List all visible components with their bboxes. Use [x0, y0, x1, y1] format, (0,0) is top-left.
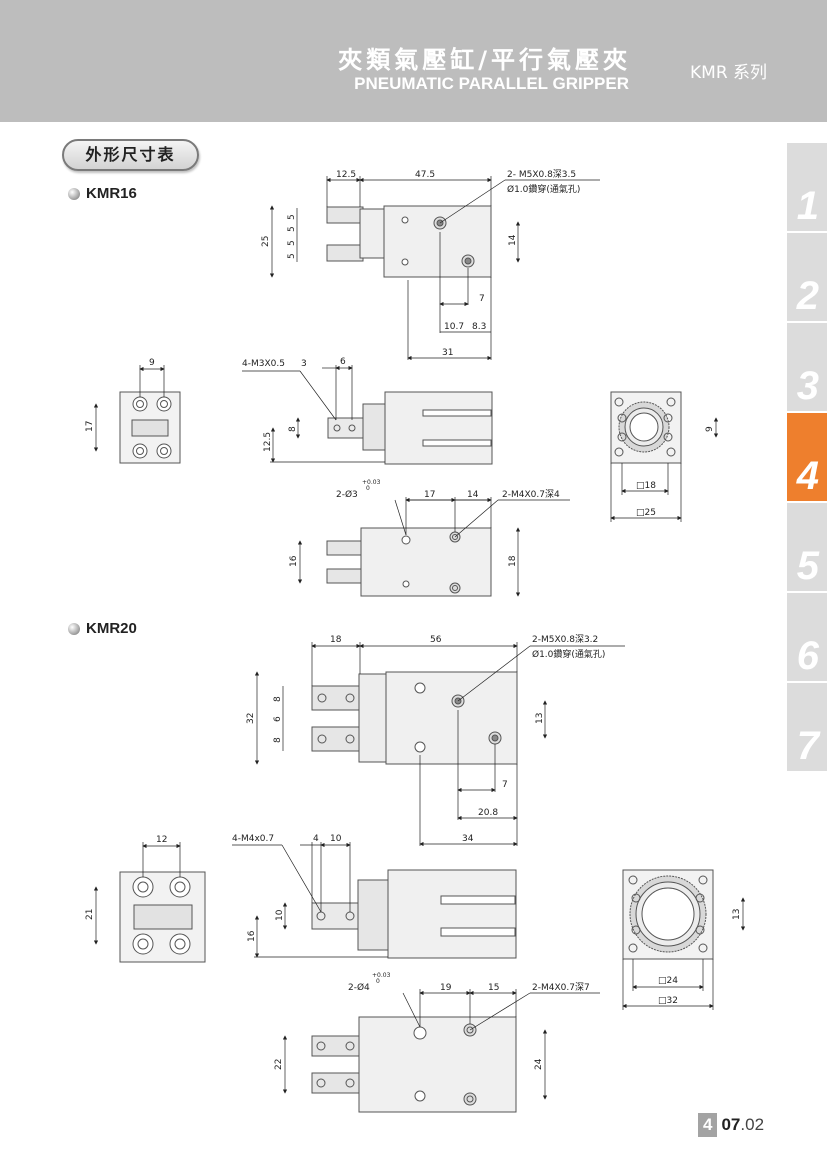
kmr16-front-sq2: □25: [636, 508, 656, 518]
kmr16-bottom-a: 17: [424, 490, 435, 500]
kmr20-dim-d1: 18: [330, 635, 342, 645]
kmr16-side-b: 6: [340, 357, 346, 367]
series-label: KMR 系列: [690, 63, 768, 83]
chapter-tab-3[interactable]: 3: [787, 323, 827, 411]
kmr20-end-w: 12: [156, 835, 167, 845]
kmr20-port1: 2-M5X0.8深3.2: [532, 634, 598, 645]
kmr16-front-a: 9: [705, 426, 715, 432]
kmr16-top-view: [326, 205, 492, 278]
chapter-tab-2[interactable]: 2: [787, 233, 827, 321]
kmr16-front-view: [610, 391, 682, 464]
kmr20-dim-w: 13: [535, 713, 545, 724]
kmr16-side-a: 3: [301, 359, 307, 369]
bullet-icon: [68, 187, 80, 200]
kmr16-dim-d6: 31: [442, 348, 453, 358]
kmr16-port1: 2- M5X0.8深3.5: [507, 169, 576, 180]
kmr20-side-thread: 4-M4x0.7: [232, 834, 274, 844]
kmr16-end-view: [119, 391, 181, 464]
kmr20-side-b: 10: [330, 834, 342, 844]
chapter-number: 4: [698, 1113, 718, 1137]
kmr16-end-w: 9: [149, 358, 155, 368]
section-title: 外形尺寸表: [62, 139, 199, 171]
model-label-kmr20: KMR20: [68, 620, 137, 637]
kmr20-side-d: 16: [247, 930, 257, 942]
kmr16-tol-up: +0.03: [362, 479, 381, 486]
kmr16-dim-d4: 10.7: [444, 322, 464, 332]
bullet-icon: [68, 622, 80, 635]
kmr20-side-view: [311, 869, 517, 959]
kmr20-end-h: 21: [85, 909, 95, 920]
kmr16-dim-s1: 5: [287, 226, 297, 232]
kmr20-bottom-h1: 22: [274, 1059, 284, 1070]
kmr20-bottom-hole: 2-Ø4: [348, 982, 370, 993]
page-main: 07: [721, 1115, 741, 1134]
kmr20-dim-d2: 56: [430, 635, 442, 645]
kmr16-dim-s4: 5: [287, 253, 297, 259]
kmr20-front-view: [622, 869, 714, 960]
kmr16-bottom-thread: 2-M4X0.7深4: [502, 489, 560, 500]
kmr20-dim-s2: 6: [273, 716, 283, 722]
kmr16-dim-w: 14: [508, 234, 518, 246]
kmr16-side-d: 12.5: [263, 432, 273, 452]
kmr16-dim-d2: 47.5: [415, 170, 435, 180]
kmr20-side-c: 10: [275, 909, 285, 921]
kmr16-front-sq1: □18: [636, 481, 656, 491]
kmr20-dim-s1: 8: [273, 696, 283, 702]
title-chinese: 夾類氣壓缸/平行氣壓夾: [338, 46, 631, 74]
kmr16-side-thread: 4-M3X0.5: [242, 359, 285, 369]
kmr20-bottom-view: [311, 1016, 517, 1113]
kmr16-bottom-h1: 16: [289, 555, 299, 567]
model-name: KMR16: [86, 185, 137, 202]
kmr20-dim-d4: 20.8: [478, 808, 498, 818]
kmr16-dim-d5: 8.3: [472, 322, 486, 332]
kmr20-tol-up: +0.03: [372, 972, 391, 979]
kmr16-bottom-h2: 18: [508, 555, 518, 567]
kmr16-end-h: 17: [85, 421, 95, 432]
kmr20-bottom-b: 15: [488, 983, 499, 993]
model-name: KMR20: [86, 620, 137, 637]
chapter-tab-4[interactable]: 4: [787, 413, 827, 501]
kmr20-top-view: [311, 671, 518, 765]
kmr20-front-a: 13: [732, 909, 742, 920]
chapter-tab-5[interactable]: 5: [787, 503, 827, 591]
page-number: 4 07.02: [698, 1113, 764, 1137]
page-sub: .02: [740, 1115, 765, 1134]
kmr20-dim-h: 32: [246, 713, 256, 724]
kmr16-tol-low: 0: [366, 485, 370, 492]
kmr20-dim-s3: 8: [273, 737, 283, 743]
kmr16-bottom-hole: 2-Ø3: [336, 489, 358, 500]
kmr16-bottom-view: [326, 527, 492, 597]
kmr20-dim-d3: 7: [502, 780, 508, 790]
chapter-tab-7[interactable]: 7: [787, 683, 827, 771]
kmr16-dim-s2: 5: [287, 214, 297, 220]
kmr20-side-a: 4: [313, 834, 319, 844]
kmr16-bottom-b: 14: [467, 490, 479, 500]
kmr20-tol-low: 0: [376, 978, 380, 985]
kmr16-side-c: 8: [288, 426, 298, 432]
chapter-tab-6[interactable]: 6: [787, 593, 827, 681]
kmr20-front-sq2: □32: [658, 996, 678, 1006]
kmr16-dim-d3: 7: [479, 294, 485, 304]
kmr16-dim-d1: 12.5: [336, 170, 356, 180]
page-header: 夾類氣壓缸/平行氣壓夾 PNEUMATIC PARALLEL GRIPPER K…: [0, 0, 827, 122]
kmr16-side-view: [327, 391, 493, 465]
kmr16-dim-h: 25: [261, 236, 271, 247]
kmr20-dim-d5: 34: [462, 834, 474, 844]
kmr20-front-sq1: □24: [658, 976, 678, 986]
kmr20-bottom-thread: 2-M4X0.7深7: [532, 982, 590, 993]
kmr20-end-view: [119, 871, 206, 963]
kmr16-dim-s3: 5: [287, 240, 297, 246]
kmr20-bottom-h2: 24: [534, 1058, 544, 1070]
chapter-tab-1[interactable]: 1: [787, 143, 827, 231]
kmr16-port2: Ø1.0鑽穿(通氣孔): [507, 183, 580, 195]
kmr20-bottom-a: 19: [440, 983, 452, 993]
model-label-kmr16: KMR16: [68, 185, 137, 202]
kmr16-top-dims: [269, 176, 600, 361]
title-english: PNEUMATIC PARALLEL GRIPPER: [354, 74, 629, 93]
kmr20-port2: Ø1.0鑽穿(通氣孔): [532, 648, 605, 660]
